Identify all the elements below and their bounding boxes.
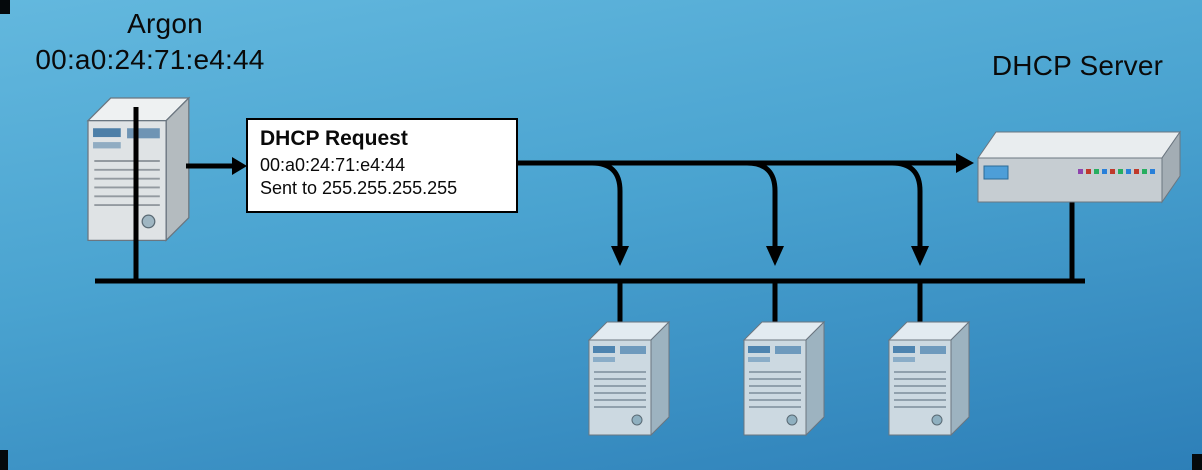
server-display [983, 165, 1009, 180]
workstation-icon-1 [588, 321, 670, 436]
broadcast-branch-arrow-2 [746, 160, 784, 266]
dhcp-request-box: DHCP Request 00:a0:24:71:e4:44 Sent to 2… [246, 118, 518, 213]
workstation-icon-3 [888, 321, 970, 436]
broadcast-branch-arrow-1 [591, 160, 629, 266]
workstation-icon-2 [743, 321, 825, 436]
broadcast-branch-arrow-3 [891, 160, 929, 266]
request-box-title: DHCP Request [260, 127, 408, 150]
client-to-request-arrow [186, 157, 247, 175]
client-mac-label: 00:a0:24:71:e4:44 [35, 44, 265, 75]
screen-corner-artifact-bottom-right [1192, 454, 1202, 470]
request-box-sent: Sent to 255.255.255.255 [260, 178, 458, 199]
bus-connectors [617, 202, 1075, 345]
request-box-mac: 00:a0:24:71:e4:44 [260, 155, 406, 175]
screen-corner-artifact-top-left [0, 0, 10, 14]
rack-server-icon [977, 130, 1181, 204]
screen-corner-artifact-bottom-left [0, 450, 8, 470]
broadcast-arrow-main [517, 153, 974, 173]
client-name-label: Argon [127, 8, 203, 39]
server-led-row [1078, 169, 1155, 174]
server-label: DHCP Server [991, 50, 1164, 81]
